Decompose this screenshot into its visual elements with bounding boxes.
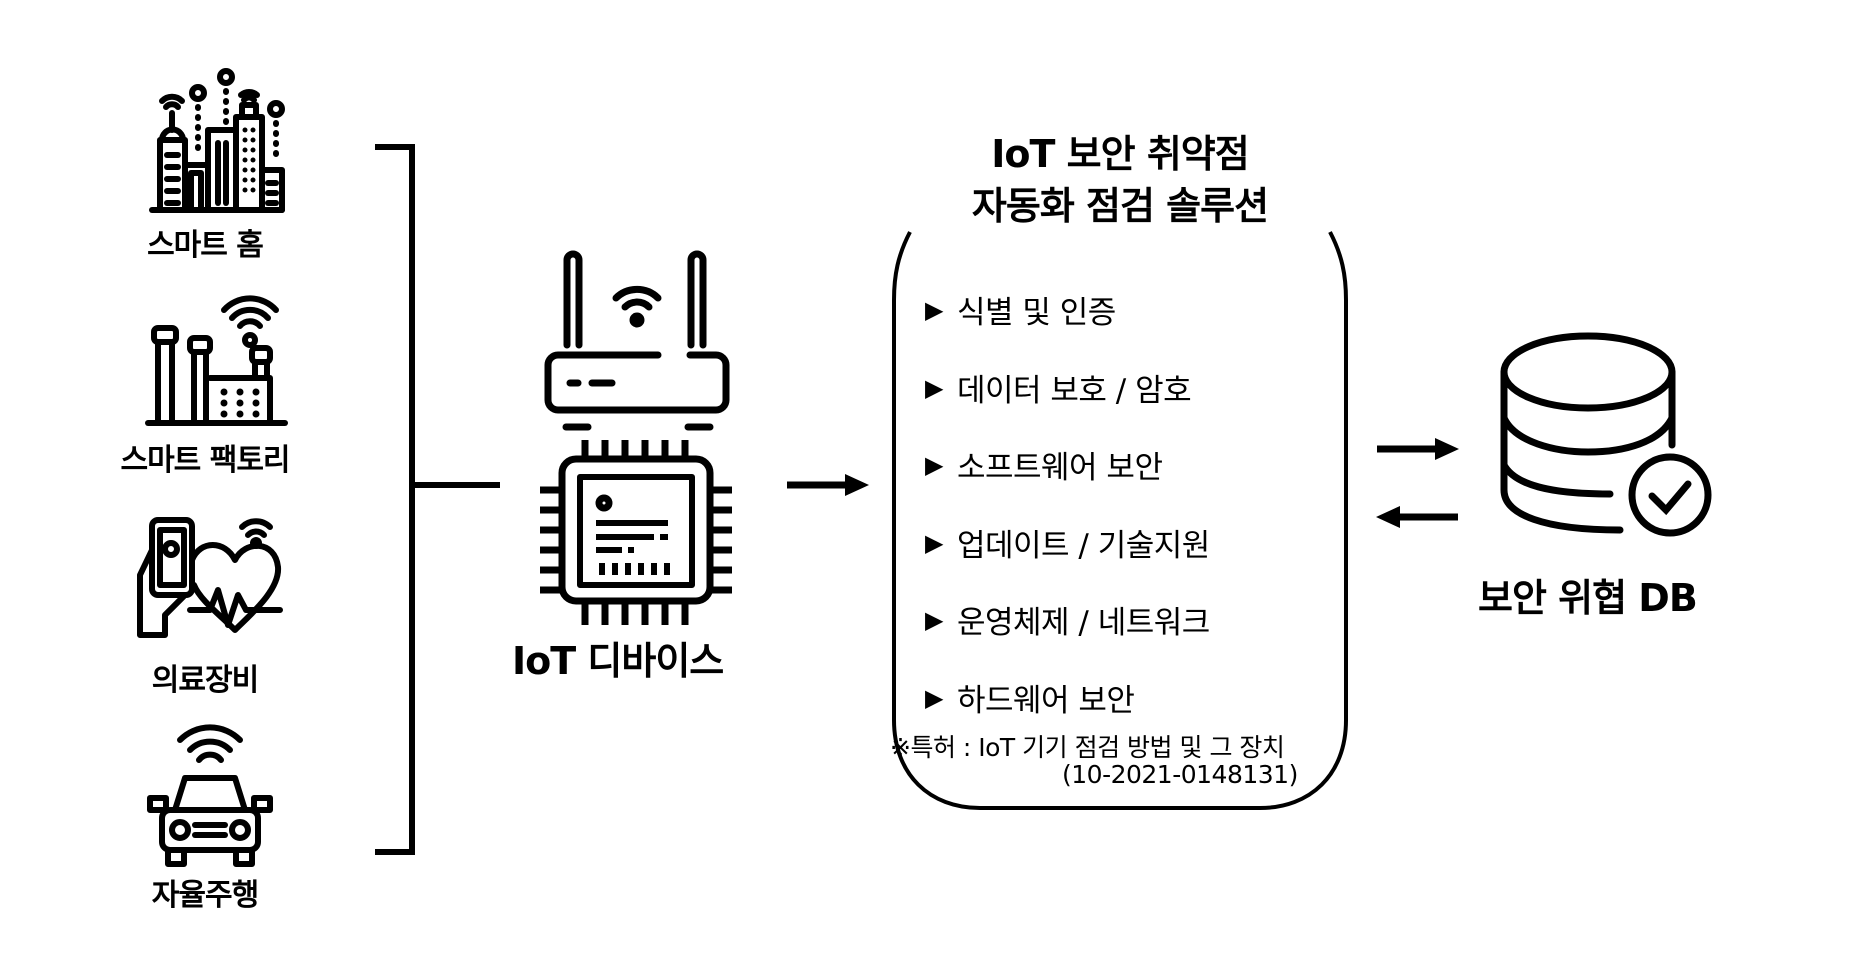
arrow-right-icon: [787, 474, 869, 496]
category-label-smart-home: 스마트 홈: [147, 228, 264, 263]
solution-item: ▶ 하드웨어 보안: [925, 675, 1135, 720]
solution-item-label: 업데이트 / 기술지원: [956, 528, 1210, 564]
router-chip-icon: [540, 250, 732, 625]
solution-item: ▶ 소프트웨어 보안: [925, 442, 1163, 487]
bullet-triangle-icon: ▶: [925, 605, 943, 634]
bullet-triangle-icon: ▶: [925, 528, 943, 557]
solution-title-line2: 자동화 점검 솔루션: [971, 184, 1269, 228]
category-label-smart-factory: 스마트 팩토리: [120, 443, 290, 478]
solution-item-label: 운영체제 / 네트워크: [956, 605, 1210, 641]
solution-item-label: 소프트웨어 보안: [956, 450, 1163, 486]
category-label-medical-device: 의료장비: [151, 663, 259, 698]
arrow-left-icon: [1376, 506, 1458, 528]
solution-box: [892, 231, 1348, 810]
bullet-triangle-icon: ▶: [925, 450, 943, 479]
solution-item-label: 하드웨어 보안: [956, 683, 1135, 719]
solution-item: ▶ 운영체제 / 네트워크: [925, 597, 1210, 642]
solution-item-label: 데이터 보호 / 암호: [956, 373, 1192, 409]
category-label-autonomous-driving: 자율주행: [151, 878, 259, 913]
factory-icon: [145, 295, 288, 426]
patent-note: ※특허 : IoT 기기 점검 방법 및 그 장치: [890, 733, 1285, 762]
arrow-right-icon: [1377, 438, 1459, 460]
grouping-bracket: [375, 144, 500, 855]
smart-city-icon: [149, 68, 285, 213]
solution-item: ▶ 데이터 보호 / 암호: [925, 365, 1192, 410]
medical-device-icon: [137, 517, 283, 638]
patent-number: (10-2021-0148131): [1062, 760, 1298, 789]
bullet-triangle-icon: ▶: [925, 683, 943, 712]
database-check-icon: [1500, 332, 1712, 537]
solution-item: ▶ 업데이트 / 기술지원: [925, 520, 1210, 565]
solution-title-line1: IoT 보안 취약점: [991, 132, 1249, 176]
bullet-triangle-icon: ▶: [925, 373, 943, 402]
car-icon: [147, 724, 273, 867]
device-label: IoT 디바이스: [512, 639, 724, 683]
solution-item-label: 식별 및 인증: [956, 295, 1116, 331]
database-label: 보안 위협 DB: [1478, 576, 1698, 620]
solution-item: ▶ 식별 및 인증: [925, 287, 1116, 332]
bullet-triangle-icon: ▶: [925, 295, 943, 324]
